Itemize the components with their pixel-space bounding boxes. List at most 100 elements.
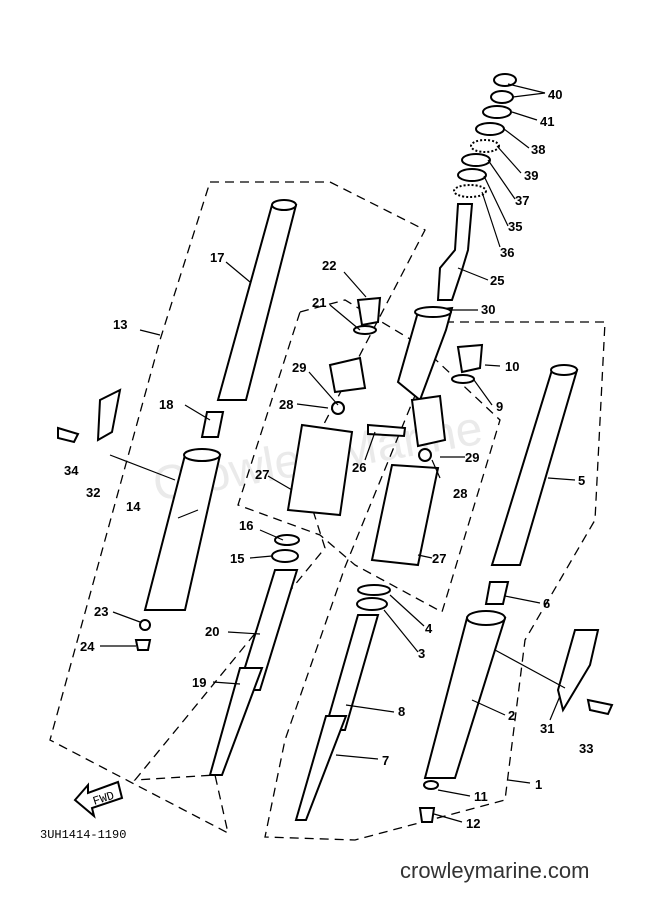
- part-labels: 1 2 3 4 5 6 7 8 9 10 11 12 13 14 15 16 1…: [64, 87, 593, 831]
- part-label-40: 40: [548, 87, 562, 102]
- left-fork-leg: [57, 199, 301, 776]
- part-label-36: 36: [500, 245, 514, 260]
- part-label-41: 41: [540, 114, 554, 129]
- part-label-3: 3: [418, 646, 425, 661]
- part-label-39: 39: [524, 168, 538, 183]
- part-2-outer-tube: [423, 617, 507, 779]
- part-17-inner-tube: [216, 204, 298, 401]
- part-label-37: 37: [515, 193, 529, 208]
- part-label-29-left: 29: [292, 360, 306, 375]
- part-label-18: 18: [159, 397, 173, 412]
- part-16-oil-seal: [274, 534, 301, 546]
- part-label-30: 30: [481, 302, 495, 317]
- part-label-11: 11: [474, 789, 488, 804]
- part-label-10: 10: [505, 359, 519, 374]
- part-7-rod-bottom: [294, 715, 348, 821]
- part-label-28-right: 28: [453, 486, 467, 501]
- part-19-rod-bottom: [208, 667, 264, 776]
- part-label-28-left: 28: [279, 397, 293, 412]
- part-8-damper-rod: [323, 614, 380, 731]
- part-4-oring: [357, 584, 391, 596]
- part-2-tube-top: [466, 610, 506, 626]
- part-14-tube-top: [183, 448, 221, 462]
- part-40-nut-lower: [490, 90, 514, 104]
- fwd-arrow: FWD: [73, 780, 124, 819]
- part-35-race: [457, 168, 487, 182]
- part-label-23: 23: [94, 604, 108, 619]
- part-21-oring: [353, 325, 377, 335]
- part-33-bolt: [586, 698, 614, 716]
- part-label-38: 38: [531, 142, 545, 157]
- part-40-nut: [493, 73, 517, 87]
- part-5-inner-tube: [490, 369, 579, 566]
- part-label-35: 35: [508, 219, 522, 234]
- part-29-lower-bracket: [410, 394, 447, 448]
- part-label-27-right: 27: [432, 551, 446, 566]
- part-30-collar: [414, 306, 452, 318]
- center-assembly: [267, 271, 465, 821]
- part-27-boot-left: [286, 423, 354, 517]
- part-37-race: [461, 153, 491, 167]
- part-39-bearing: [470, 139, 500, 153]
- part-12-bolt: [418, 807, 436, 823]
- part-label-22: 22: [322, 258, 336, 273]
- part-31-bracket: [556, 629, 600, 713]
- left-assembly-boundary: [49, 181, 426, 835]
- part-27-boot-right: [370, 463, 440, 567]
- part-label-19: 19: [192, 675, 206, 690]
- part-label-21: 21: [312, 295, 326, 310]
- part-36-bearing: [453, 184, 487, 198]
- part-label-16: 16: [239, 518, 253, 533]
- part-label-8: 8: [398, 704, 405, 719]
- part-11-washer: [423, 780, 440, 790]
- part-32-bracket: [96, 388, 122, 442]
- steering-stem-stack: [396, 73, 546, 402]
- part-38-race: [475, 122, 505, 136]
- diagram-code: 3UH1414-1190: [40, 828, 126, 842]
- part-label-27-left: 27: [255, 467, 269, 482]
- part-10-cap-bolt: [456, 343, 484, 374]
- part-25-steering-stem: [436, 203, 474, 301]
- part-label-31: 31: [540, 721, 554, 736]
- part-label-26: 26: [352, 460, 366, 475]
- part-label-6: 6: [543, 596, 550, 611]
- part-label-34: 34: [64, 463, 79, 478]
- part-29-upper-bracket: [328, 356, 367, 394]
- part-20-damper-rod: [236, 569, 299, 691]
- part-label-13: 13: [113, 317, 127, 332]
- part-label-15: 15: [230, 551, 244, 566]
- part-label-5: 5: [578, 473, 585, 488]
- part-label-14: 14: [126, 499, 141, 514]
- part-label-25: 25: [490, 273, 504, 288]
- part-23-washer: [139, 619, 151, 631]
- part-3-bushing: [356, 597, 388, 611]
- part-15-bushing: [271, 549, 300, 563]
- part-17-tube-top: [271, 199, 297, 211]
- fwd-label: FWD: [91, 789, 116, 809]
- part-9-oring: [451, 374, 475, 384]
- part-label-32: 32: [86, 485, 100, 500]
- part-label-17: 17: [210, 250, 224, 265]
- part-22-cap-bolt: [356, 296, 382, 327]
- part-34-bolt: [57, 426, 80, 444]
- right-fork-leg: [418, 343, 614, 823]
- part-18-bushing: [200, 411, 225, 438]
- part-label-20: 20: [205, 624, 219, 639]
- part-24-bolt: [134, 639, 152, 651]
- part-label-9: 9: [496, 399, 503, 414]
- part-label-24: 24: [80, 639, 95, 654]
- part-28-clamp-right: [418, 448, 432, 462]
- part-label-29-right: 29: [465, 450, 479, 465]
- part-label-2: 2: [508, 708, 515, 723]
- part-28-clamp: [331, 401, 345, 415]
- part-label-33: 33: [579, 741, 593, 756]
- part-41-washer: [482, 105, 512, 119]
- part-6-bushing: [484, 581, 510, 605]
- part-label-1: 1: [535, 777, 542, 792]
- part-5-tube-top: [550, 364, 578, 376]
- part-label-4: 4: [425, 621, 433, 636]
- part-30-lower-bracket: [396, 306, 454, 402]
- part-26-bolt: [367, 423, 407, 438]
- part-label-12: 12: [466, 816, 480, 831]
